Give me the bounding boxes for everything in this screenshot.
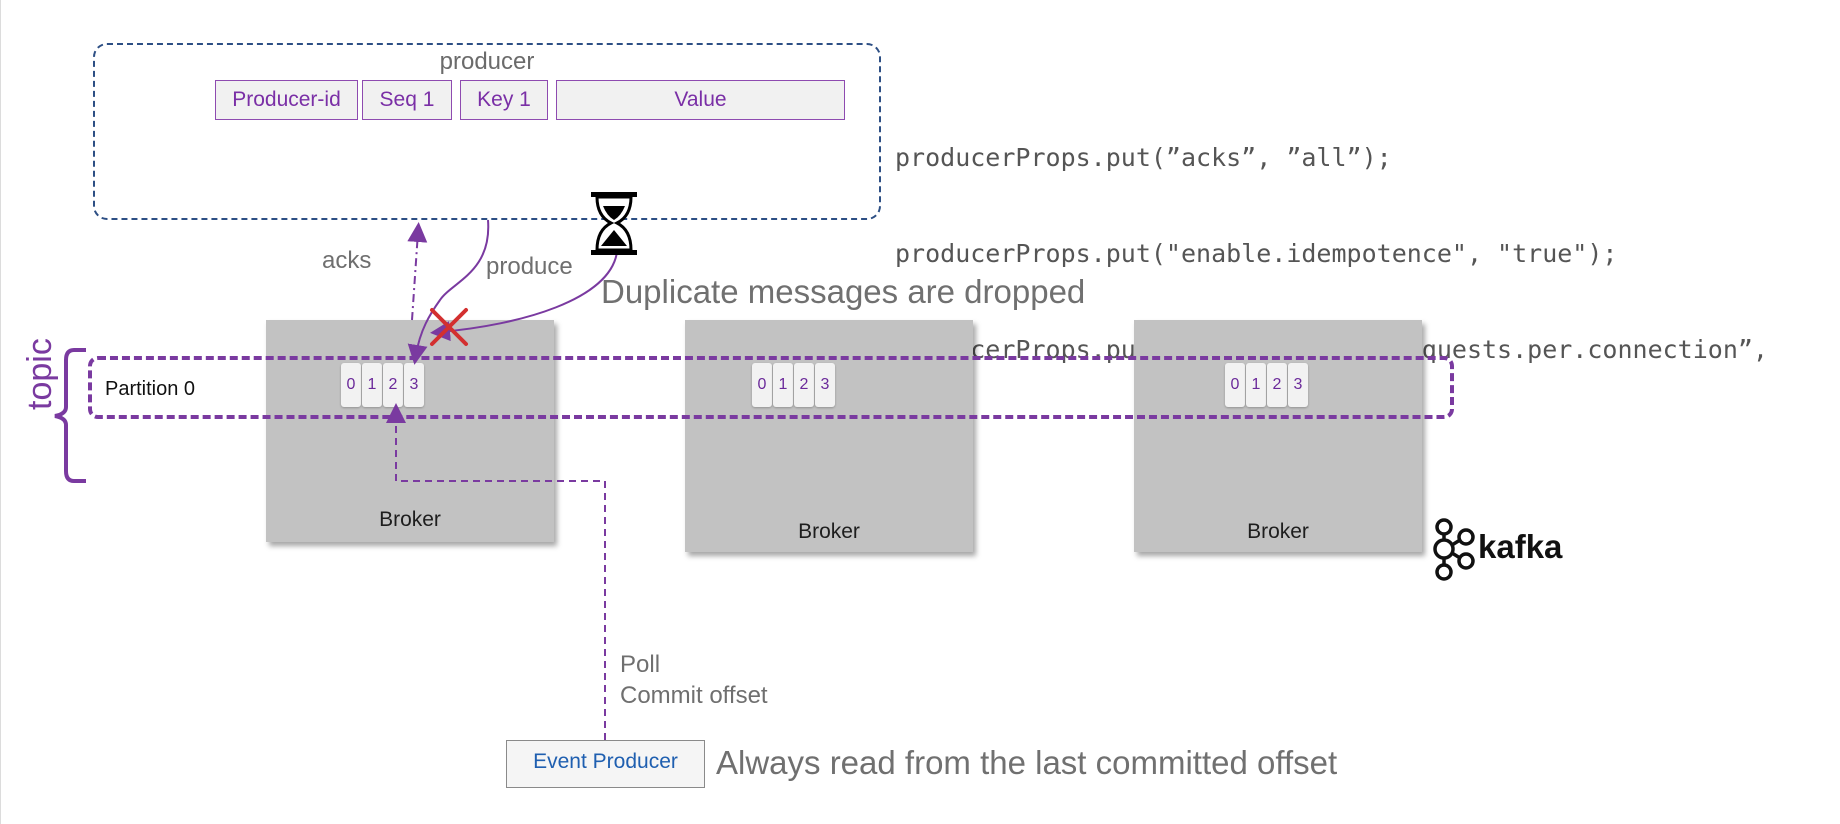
offset-cell: 0 [1225,363,1245,407]
offset-cell: 0 [752,363,772,407]
field-key: Key 1 [460,80,548,120]
always-read-label: Always read from the last committed offs… [716,744,1338,781]
offset-cells-broker-3: 0 1 2 3 [1225,363,1309,407]
offset-cell: 2 [383,363,403,407]
partition-label: Partition 0 [105,378,196,400]
topic-brace [54,348,86,483]
broker-label: Broker [379,508,441,531]
offset-cell: 1 [362,363,382,407]
offset-cell: 3 [1288,363,1308,407]
field-seq: Seq 1 [362,80,452,120]
produce-curve [407,219,490,365]
left-edge-rule [0,0,1,824]
field-producer-id: Producer-id [215,80,358,120]
offset-cell: 1 [773,363,793,407]
event-producer-box: Event Producer [506,740,705,788]
offset-cell: 2 [794,363,814,407]
kafka-logo-icon [1433,518,1475,581]
dropped-x-icon [430,308,468,346]
code-line: producerProps.put(”acks”, ”all”); [895,143,1392,172]
broker-label: Broker [798,520,860,543]
kafka-logo-text: kafka [1478,528,1563,565]
duplicate-retry-curve [430,251,618,342]
acks-arrow [407,222,428,321]
field-value: Value [556,80,845,120]
partition-band [88,356,1454,419]
offset-cells-broker-2: 0 1 2 3 [752,363,836,407]
poll-label: Poll [620,651,661,678]
offset-cell: 2 [1267,363,1287,407]
poll-commit-path [386,403,606,740]
commit-offset-label: Commit offset [620,682,768,709]
broker-label: Broker [1247,520,1309,543]
offset-cell: 0 [341,363,361,407]
offset-cell: 3 [815,363,835,407]
producer-title: producer [439,48,535,75]
offset-cell: 3 [404,363,424,407]
hourglass-icon [591,192,637,255]
duplicates-dropped-label: Duplicate messages are dropped [601,273,1086,310]
code-line: producerProps.put("enable.idempotence", … [895,239,1618,268]
producer-container [93,43,881,220]
offset-cells-broker-1: 0 1 2 3 [341,363,425,407]
acks-label: acks [322,247,372,274]
offset-cell: 1 [1246,363,1266,407]
produce-label: produce [486,253,573,280]
